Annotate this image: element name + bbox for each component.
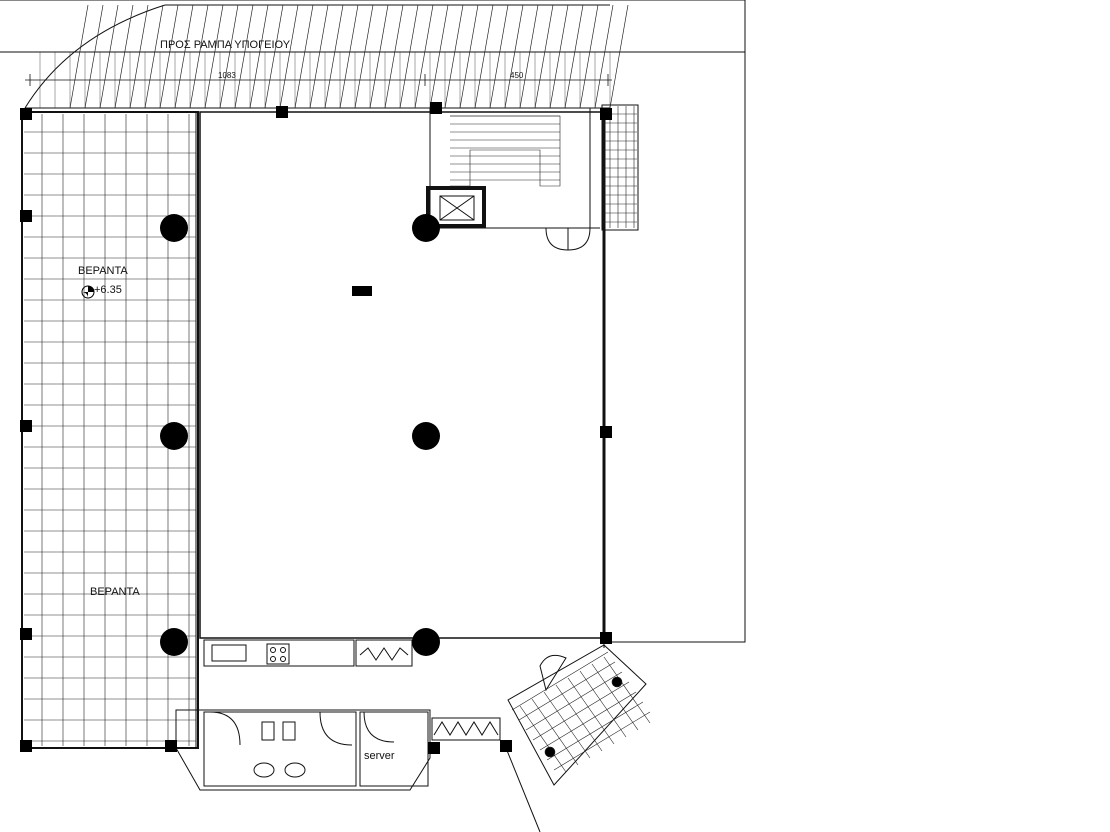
door-arc-entrance bbox=[539, 654, 567, 692]
wc-room bbox=[203, 711, 357, 787]
stair-treads bbox=[450, 115, 561, 187]
square-column bbox=[428, 742, 440, 754]
dimension-right-label: 450 bbox=[510, 71, 524, 80]
level-marker-icon bbox=[81, 285, 95, 299]
square-column bbox=[500, 740, 512, 752]
square-column bbox=[20, 210, 32, 222]
entrance-vestibule bbox=[507, 644, 647, 786]
square-column bbox=[20, 420, 32, 432]
main-hall-outline bbox=[199, 111, 605, 639]
square-column bbox=[20, 628, 32, 640]
square-column bbox=[430, 102, 442, 114]
server-room bbox=[359, 711, 429, 787]
stove bbox=[266, 643, 290, 665]
square-column bbox=[600, 632, 612, 644]
right-tiled-strip bbox=[601, 104, 639, 231]
square-column bbox=[20, 740, 32, 752]
square-column bbox=[600, 108, 612, 120]
ramp-label: ΠΡΟΣ ΡΑΜΠΑ ΥΠΟΓΕΙΟΥ bbox=[160, 39, 291, 51]
round-column bbox=[412, 628, 440, 656]
door-arc-stairs bbox=[545, 227, 591, 251]
square-column bbox=[276, 106, 288, 118]
round-column bbox=[412, 214, 440, 242]
ramp-curve bbox=[24, 4, 166, 109]
round-column bbox=[412, 422, 440, 450]
dimension-left-label: 1083 bbox=[218, 71, 236, 80]
square-column bbox=[20, 108, 32, 120]
ramp-hatch bbox=[39, 4, 629, 109]
veranda-top-label: ΒΕΡΑΝΤΑ bbox=[78, 265, 128, 277]
sink bbox=[211, 644, 247, 662]
square-column bbox=[165, 740, 177, 752]
wc-fixture-a bbox=[261, 721, 275, 741]
kitchen-counter bbox=[203, 639, 355, 667]
server-room-label: server bbox=[364, 750, 395, 762]
round-column bbox=[160, 422, 188, 450]
level-mark-label: +6.35 bbox=[94, 284, 122, 296]
elevator-shaft bbox=[426, 186, 486, 228]
site-boundary bbox=[0, 0, 746, 643]
square-column bbox=[600, 426, 612, 438]
round-column bbox=[160, 628, 188, 656]
right-strip-tile-grid bbox=[603, 106, 637, 228]
veranda-bottom-label: ΒΕΡΑΝΤΑ bbox=[90, 586, 140, 598]
entrance-tile-grid bbox=[511, 651, 651, 773]
service-block bbox=[175, 709, 431, 791]
hall-fixture bbox=[352, 286, 372, 296]
round-column bbox=[160, 214, 188, 242]
wc-fixture-b bbox=[282, 721, 296, 741]
